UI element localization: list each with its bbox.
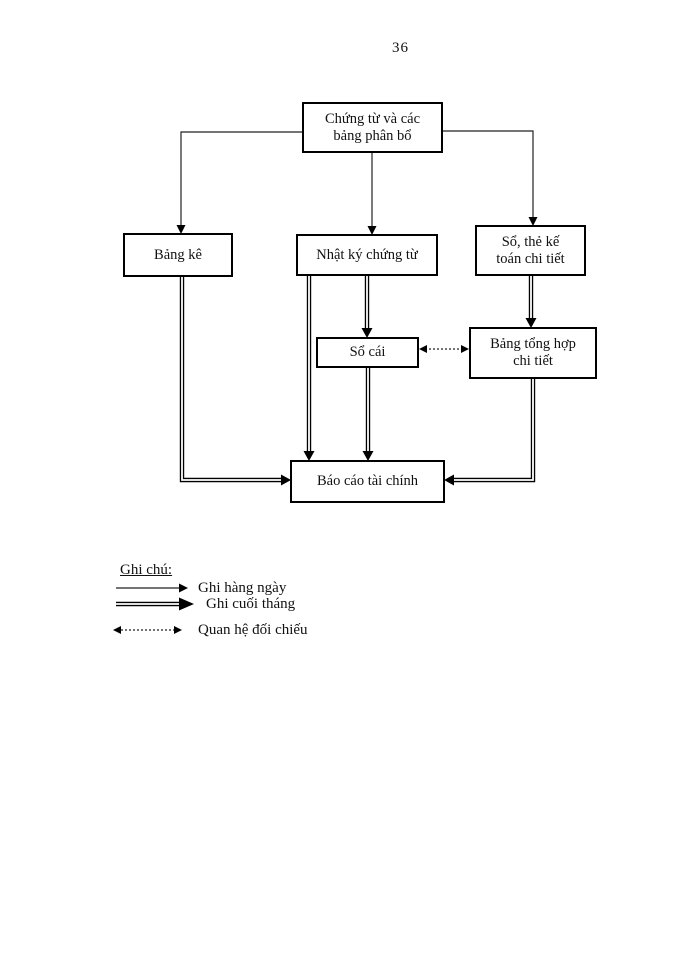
legend-label-monthly: Ghi cuối tháng	[206, 596, 296, 612]
node-bang-tong-hop-chi-tiet: Bảng tổng hợp chi tiết	[469, 327, 597, 379]
edge-chungtu-nhatky	[367, 153, 377, 235]
legend-row-monthly: Ghi cuối tháng	[116, 595, 295, 613]
legend-label-reconcile: Quan hệ đối chiếu	[198, 622, 308, 638]
edge-socai-bangtonghop-reconcile	[419, 345, 469, 353]
daily-arrow-icon	[116, 583, 188, 593]
node-so-cai: Sổ cái	[316, 337, 419, 368]
reconcile-arrow-icon	[113, 626, 182, 634]
monthly-arrow-icon	[116, 597, 194, 611]
edge-chungtu-sothe	[443, 130, 538, 226]
legend-row-reconcile: Quan hệ đối chiếu	[113, 621, 308, 639]
legend-label-daily: Ghi hàng ngày	[198, 580, 287, 596]
node-bao-cao-tai-chinh: Báo cáo tài chính	[290, 460, 445, 503]
edge-nhatky-socai	[361, 276, 373, 338]
legend-title: Ghi chú:	[120, 562, 173, 578]
edge-nhatky-baocao	[303, 276, 315, 461]
node-nhat-ky-chung-tu: Nhật ký chứng từ	[296, 234, 438, 276]
node-bang-ke: Bảng kê	[123, 233, 233, 277]
page-number: 36	[392, 40, 409, 56]
legend-row-daily: Ghi hàng ngày	[116, 579, 286, 597]
node-so-the-ke-toan-chi-tiet: Sổ, thẻ kế toán chi tiết	[475, 225, 586, 276]
edge-bangke-baocao	[179, 277, 291, 486]
edge-chungtu-bangke	[176, 131, 302, 234]
edge-socai-baocao	[362, 368, 374, 461]
node-chung-tu-va-cac-bang-phan-bo: Chứng từ và các bảng phân bổ	[302, 102, 443, 153]
edge-sothe-bangtonghop	[525, 276, 537, 328]
edge-bangtonghop-baocao	[444, 379, 536, 486]
